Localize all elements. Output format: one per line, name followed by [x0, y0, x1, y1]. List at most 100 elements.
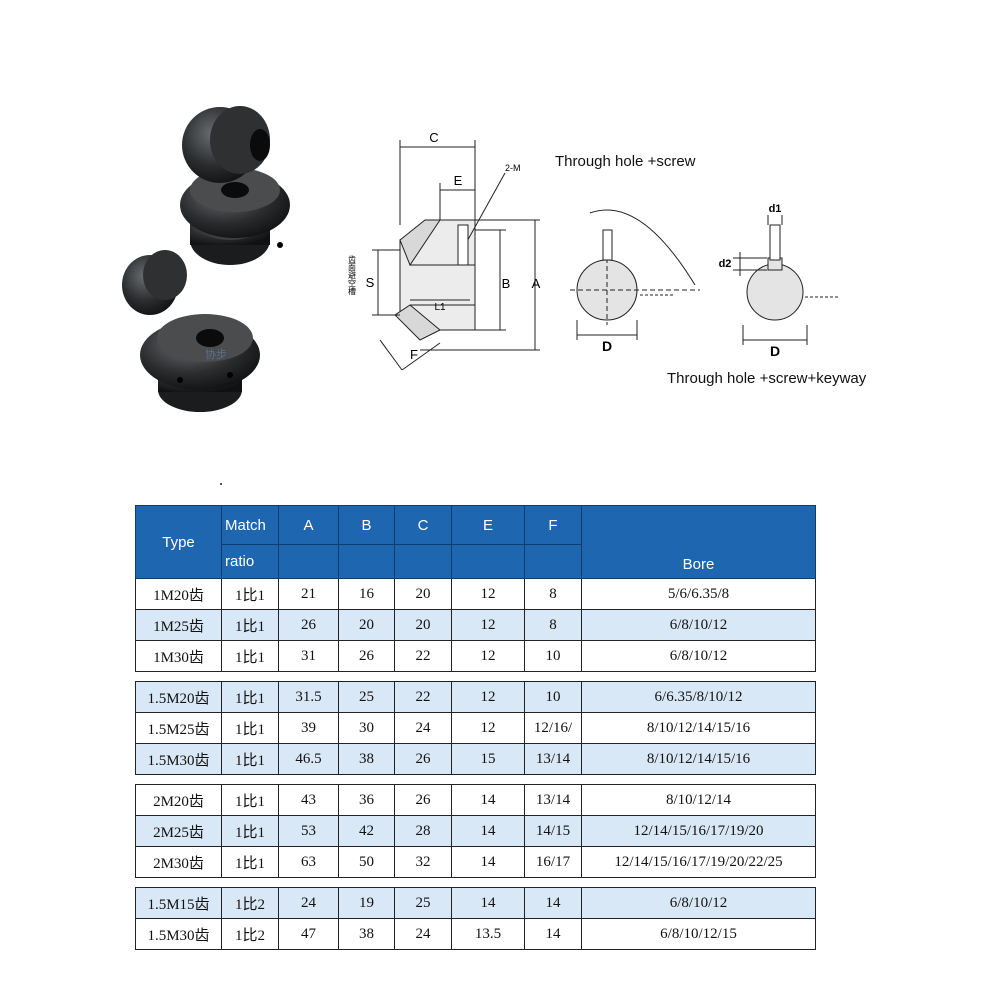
cell-a: 24 [278, 887, 339, 919]
header-bore: Bore [581, 505, 816, 579]
cell-e: 14 [451, 815, 525, 847]
cell-a: 39 [278, 712, 339, 744]
cell-c: 24 [394, 918, 452, 950]
gear-photo: 协步 [122, 106, 290, 412]
cell-f: 10 [524, 640, 582, 672]
through-hole-screw-note: Through hole +screw [555, 153, 696, 170]
cell-a: 43 [278, 784, 339, 816]
cell-f: 14 [524, 918, 582, 950]
cell-ratio: 1比1 [221, 609, 279, 641]
cell-bore: 6/6.35/8/10/12 [581, 681, 816, 713]
cell-e: 14 [451, 784, 525, 816]
cell-bore: 8/10/12/14 [581, 784, 816, 816]
cell-c: 32 [394, 846, 452, 878]
cell-b: 50 [338, 846, 395, 878]
label-c: C [429, 130, 438, 145]
header-e: E [451, 505, 525, 545]
cell-a: 21 [278, 578, 339, 610]
bore-keyway-diagram: d1 d2 D [719, 203, 840, 359]
cell-bore: 8/10/12/14/15/16 [581, 743, 816, 775]
label-d-screw: D [602, 338, 612, 354]
cell-b: 19 [338, 887, 395, 919]
label-d-keyway: D [770, 343, 780, 359]
cell-c: 26 [394, 784, 452, 816]
cell-type: 1.5M15齿 [135, 887, 222, 919]
table-group-gap [135, 671, 816, 682]
header-ratio: ratio [221, 544, 279, 579]
cell-bore: 5/6/6.35/8 [581, 578, 816, 610]
cell-e: 13.5 [451, 918, 525, 950]
cell-e: 12 [451, 681, 525, 713]
cell-b: 36 [338, 784, 395, 816]
cell-ratio: 1比1 [221, 712, 279, 744]
cell-ratio: 1比2 [221, 887, 279, 919]
cell-type: 2M30齿 [135, 846, 222, 878]
cell-c: 25 [394, 887, 452, 919]
cell-ratio: 1比1 [221, 743, 279, 775]
cell-ratio: 1比1 [221, 846, 279, 878]
label-l1: L1 [434, 302, 446, 313]
cell-bore: 8/10/12/14/15/16 [581, 712, 816, 744]
watermark: 协步 [205, 347, 227, 361]
cell-c: 28 [394, 815, 452, 847]
cell-bore: 6/8/10/12 [581, 887, 816, 919]
cell-b: 20 [338, 609, 395, 641]
cell-type: 1M25齿 [135, 609, 222, 641]
header-match: Match [221, 505, 279, 545]
cell-f: 13/14 [524, 743, 582, 775]
label-a: A [532, 276, 541, 291]
cell-type: 1.5M25齿 [135, 712, 222, 744]
cell-bore: 6/8/10/12/15 [581, 918, 816, 950]
cell-e: 15 [451, 743, 525, 775]
cell-type: 1.5M30齿 [135, 743, 222, 775]
cell-b: 42 [338, 815, 395, 847]
cell-c: 26 [394, 743, 452, 775]
cell-e: 14 [451, 846, 525, 878]
cell-ratio: 1比1 [221, 681, 279, 713]
cell-b: 38 [338, 918, 395, 950]
cell-b: 38 [338, 743, 395, 775]
cell-f: 14 [524, 887, 582, 919]
cell-type: 1.5M20齿 [135, 681, 222, 713]
header-c: C [394, 505, 452, 545]
label-side-note: 齿面避空槽 [348, 255, 357, 296]
cell-bore: 6/8/10/12 [581, 609, 816, 641]
header-b: B [338, 505, 395, 545]
cell-ratio: 1比1 [221, 784, 279, 816]
cell-e: 12 [451, 712, 525, 744]
cell-a: 63 [278, 846, 339, 878]
cell-b: 16 [338, 578, 395, 610]
gear-section-diagram: C E 2-M S B A L1 F 齿面避空槽 [348, 130, 541, 371]
cell-f: 8 [524, 609, 582, 641]
label-b: B [502, 276, 511, 291]
cell-type: 1M30齿 [135, 640, 222, 672]
cell-bore: 12/14/15/16/17/19/20/22/25 [581, 846, 816, 878]
cell-ratio: 1比1 [221, 640, 279, 672]
cell-a: 53 [278, 815, 339, 847]
cell-a: 31 [278, 640, 339, 672]
label-e: E [454, 173, 463, 188]
label-d2: d2 [719, 258, 732, 270]
label-s: S [366, 275, 375, 290]
cell-b: 26 [338, 640, 395, 672]
cell-f: 14/15 [524, 815, 582, 847]
cell-c: 20 [394, 578, 452, 610]
cell-f: 13/14 [524, 784, 582, 816]
cell-type: 2M20齿 [135, 784, 222, 816]
cell-bore: 12/14/15/16/17/19/20 [581, 815, 816, 847]
cell-ratio: 1比2 [221, 918, 279, 950]
header-f: F [524, 505, 582, 545]
cell-f: 16/17 [524, 846, 582, 878]
cell-c: 20 [394, 609, 452, 641]
bore-screw-diagram: D [570, 209, 700, 354]
header-type: Type [135, 505, 222, 579]
cell-b: 30 [338, 712, 395, 744]
